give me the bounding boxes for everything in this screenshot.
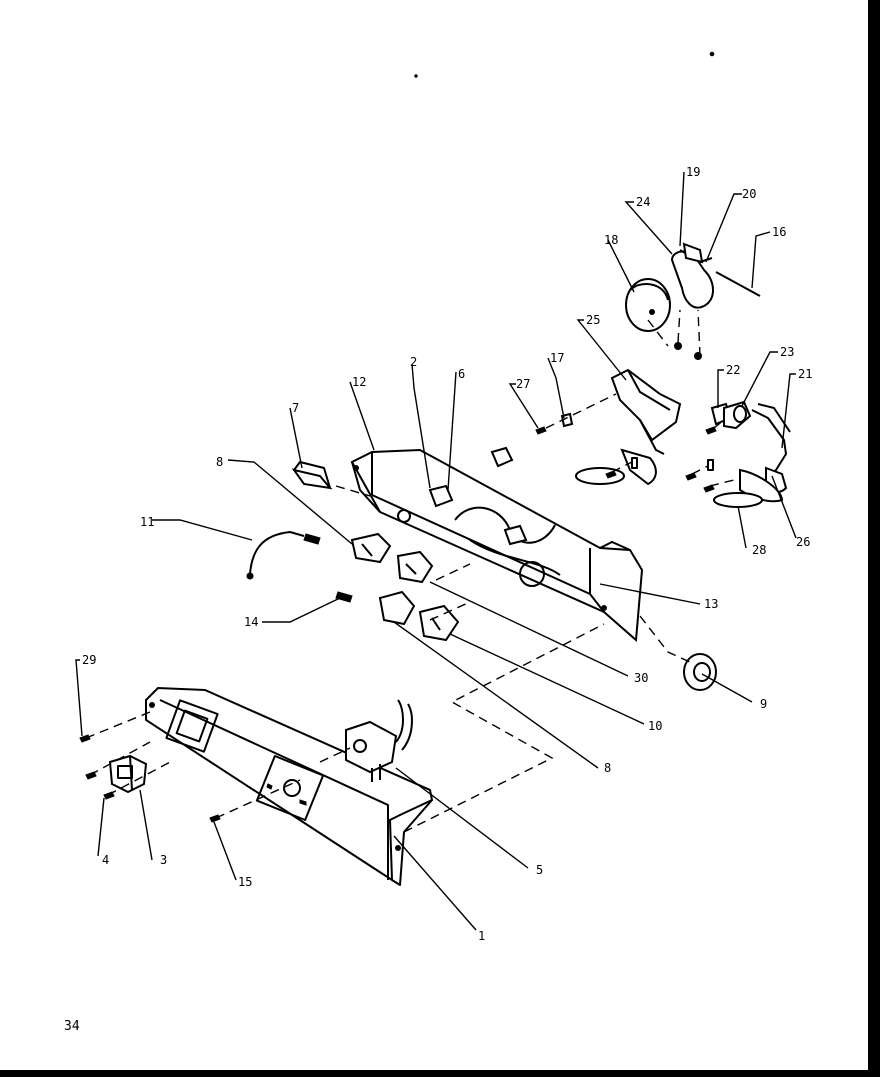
- knob-part-9: [683, 653, 717, 691]
- switch-part-5: [345, 699, 413, 782]
- callout-19: 19: [686, 165, 700, 179]
- callout-16: 16: [772, 225, 786, 239]
- switch-part-8-lower: [378, 590, 416, 626]
- leader-lines: [75, 171, 797, 931]
- callout-17: 17: [550, 351, 564, 365]
- screws-part-4: [79, 734, 115, 800]
- switch-bracket-part-3: [108, 754, 148, 794]
- callout-10: 10: [648, 719, 662, 733]
- callout-6: 6: [458, 367, 465, 381]
- callout-11: 11: [140, 515, 154, 529]
- callout-8-lower: 8: [604, 761, 611, 775]
- solenoid-part-23: [723, 400, 752, 430]
- callout-24: 24: [636, 195, 650, 209]
- callout-2: 2: [410, 355, 417, 369]
- callout-15: 15: [238, 875, 252, 889]
- callout-21: 21: [798, 367, 812, 381]
- screws-upper-right: [674, 342, 702, 360]
- screws-middle-right: [605, 426, 717, 493]
- screw-part-27: [535, 426, 547, 435]
- switch-part-30: [396, 550, 434, 584]
- callout-12: 12: [352, 375, 366, 389]
- callout-8-upper: 8: [216, 455, 223, 469]
- rod-part-16: [715, 271, 761, 297]
- callout-25: 25: [586, 313, 600, 327]
- callout-1: 1: [478, 929, 485, 943]
- callout-4: 4: [102, 853, 109, 867]
- callout-labels: 1 2 3 4 5 6 7 8 8 9 10 11 12 13 14 15 16…: [82, 165, 812, 943]
- callout-27: 27: [516, 377, 530, 391]
- bracket-part-19: [671, 242, 714, 309]
- switch-part-8-upper: [350, 532, 392, 564]
- lever-part-26-left: [575, 448, 657, 486]
- actuator-part-25: [610, 368, 682, 455]
- callout-23: 23: [780, 345, 794, 359]
- callout-30: 30: [634, 671, 648, 685]
- callout-26: 26: [796, 535, 810, 549]
- speck: [709, 51, 715, 57]
- callout-13: 13: [704, 597, 718, 611]
- front-panel-part-1: [145, 686, 434, 886]
- control-housing-part-12: [350, 448, 644, 643]
- pad-part-28: [713, 492, 763, 508]
- screw-part-14: [335, 591, 353, 603]
- callout-29: 29: [82, 653, 96, 667]
- capacitor-part-7: [291, 461, 333, 490]
- alignment-lines: [85, 309, 735, 833]
- screw-part-15: [209, 814, 221, 823]
- page-number: 34: [64, 1019, 80, 1034]
- speck: [414, 74, 418, 78]
- callout-5: 5: [536, 863, 543, 877]
- cover-part-18: [625, 278, 671, 332]
- connector-part-6: [503, 524, 528, 546]
- switch-part-10: [418, 604, 460, 642]
- nut: [490, 446, 514, 468]
- callout-14: 14: [244, 615, 258, 629]
- callout-20: 20: [742, 187, 756, 201]
- callout-22: 22: [726, 363, 740, 377]
- callout-3: 3: [160, 853, 167, 867]
- callout-28: 28: [752, 543, 766, 557]
- callout-18: 18: [604, 233, 618, 247]
- wire-harness-part-11: [246, 531, 321, 580]
- callout-9: 9: [760, 697, 767, 711]
- callout-7: 7: [292, 401, 299, 415]
- relay-part-2: [428, 484, 454, 508]
